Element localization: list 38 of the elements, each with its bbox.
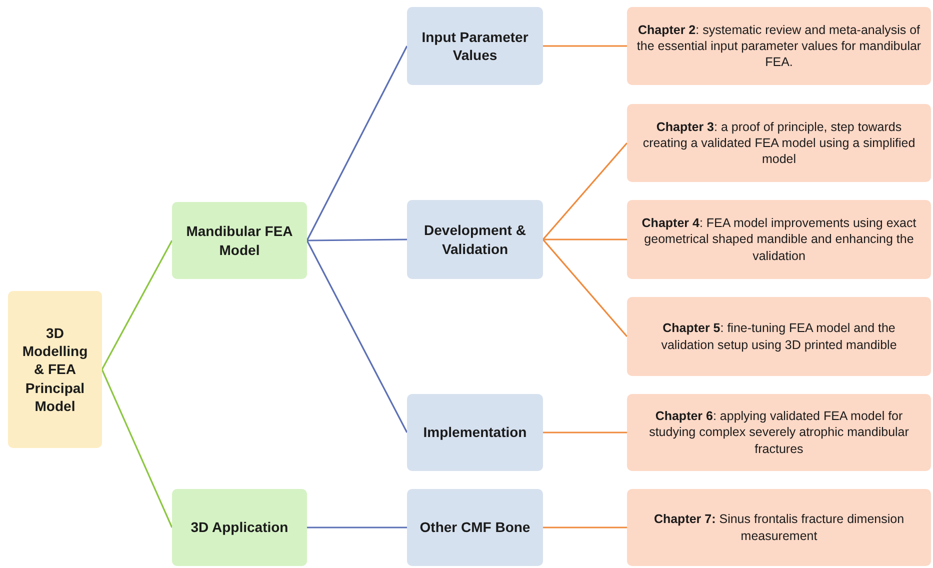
connector-line [542,238,628,338]
chapter-description: Chapter 7: Sinus frontalis fracture dimension measurement [652,511,906,544]
connector-line [101,369,173,528]
topic-label: Implementation [423,423,527,442]
topic-box [407,200,543,279]
connector-line [543,45,627,47]
chapter-description: Chapter 6: applying validated FEA model for studying complex severely atrophic mandibular fractures [648,408,910,457]
connector-line [101,240,173,370]
connector-line [543,432,627,434]
chapter-description: Chapter 2: systematic review and meta-analysis of the essential input parameter values for mandibular FEA. [636,22,922,70]
connector-line [542,142,628,240]
topic-label: Development & Validation [423,221,527,258]
chapter-box [627,297,931,376]
chapter-description: Chapter 4: FEA model improvements using exact geometrical shaped mandible and enhancing the validation [640,215,918,264]
chapter-box [627,200,931,279]
topic-label: Other CMF Bone [420,518,530,537]
chapter-box [627,394,931,471]
topic-box [407,489,543,566]
chapter-description: Chapter 5: fine-tuning FEA model and the validation setup using 3D printed mandible [660,320,898,353]
topic-box [407,394,543,471]
connector-line [307,526,407,528]
topic-label: Input Parameter Values [420,28,530,64]
chapter-box [627,7,931,85]
topic-box [407,7,543,85]
connector-line [543,238,627,240]
connector-line [543,526,627,528]
topic-label: 3D Application [190,518,288,537]
connector-line [306,240,408,433]
chapter-description: Chapter 3: a proof of principle, step towards creating a validated FEA model using a simplified model [642,118,916,168]
topic-label: Mandibular FEA Model [185,222,294,259]
chapter-box [627,104,931,182]
chapter-box [627,489,931,566]
topic-box [172,202,307,279]
topic-box [8,291,102,448]
connector-line [307,238,407,242]
topic-label: 3D Modelling & FEA Principal Model [21,324,89,415]
connector-line [306,46,408,241]
topic-box [172,489,307,566]
